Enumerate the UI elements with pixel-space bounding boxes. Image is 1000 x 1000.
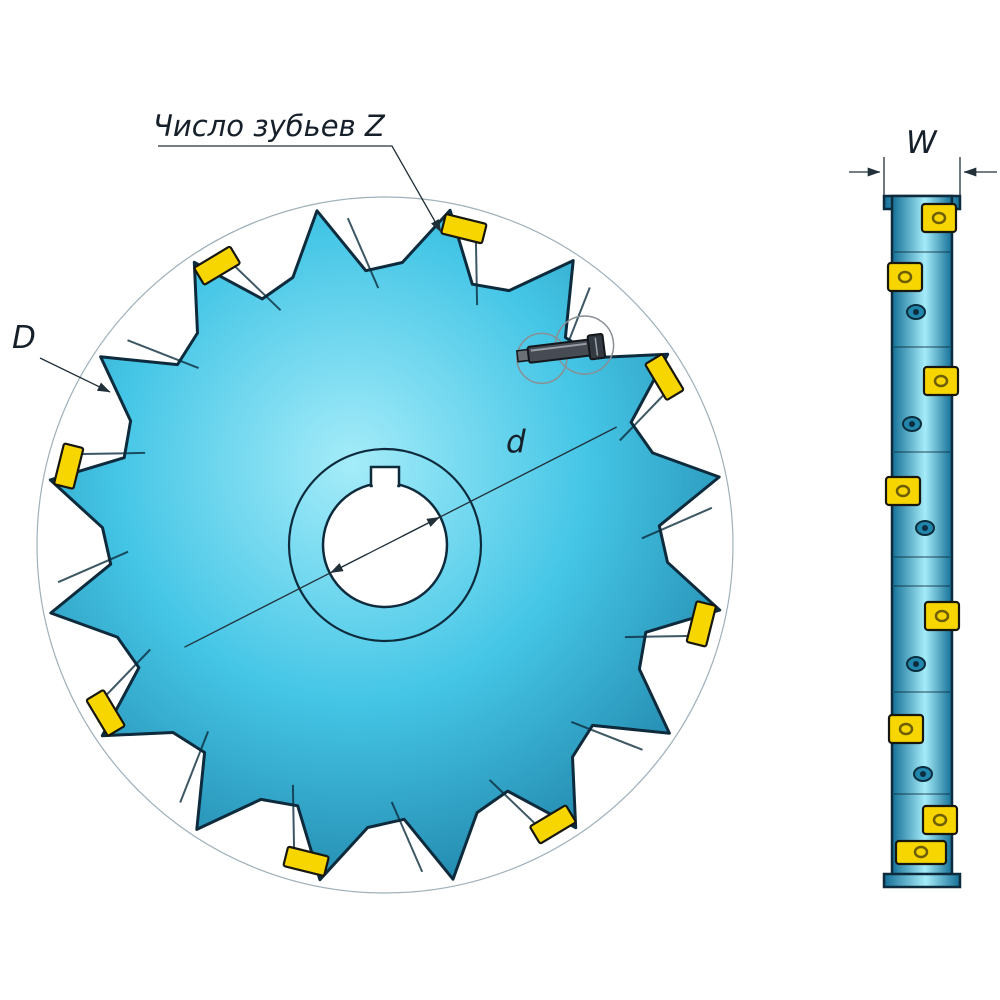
carbide-insert [193, 245, 241, 286]
tooth-pocket-line [127, 339, 199, 370]
carbide-insert [529, 804, 577, 845]
tooth-pocket-line [390, 801, 424, 873]
side-insert [887, 713, 925, 745]
label-bore-diameter: d [506, 424, 526, 460]
tooth-pocket-line [57, 550, 129, 584]
screw-holes [902, 304, 935, 782]
screw-hole [906, 656, 926, 672]
leader-line [39, 357, 111, 393]
side-inserts [884, 202, 961, 866]
screw-head-slot [594, 337, 599, 356]
label-teeth-count: Число зубьев Z [153, 109, 386, 143]
dimension-width: W [849, 125, 997, 196]
bottom-cap [882, 872, 962, 889]
arrowhead [402, 516, 440, 537]
side-insert [894, 839, 948, 866]
front-inserts [53, 213, 717, 877]
carbide-insert [282, 845, 330, 877]
dimension-line [184, 426, 617, 648]
keyway-seam [372, 480, 398, 488]
side-insert [923, 600, 961, 632]
body-step-lines [894, 251, 950, 795]
carbide-insert [685, 600, 717, 648]
leader-line [158, 145, 442, 233]
arrowhead [330, 553, 368, 574]
screw-hole [915, 520, 935, 536]
screw-hole [902, 416, 922, 432]
hub-ring [287, 447, 483, 643]
side-insert [884, 475, 922, 507]
side-insert [886, 261, 924, 293]
tooth-pocket-line [641, 506, 713, 540]
tooth-pocket-line [346, 217, 380, 289]
screw-hole [913, 766, 933, 782]
cutting-circle [36, 196, 734, 894]
screw-hole [906, 304, 926, 320]
side-view: W [849, 125, 997, 889]
carbide-insert [440, 213, 488, 245]
teeth-count-callout: Число зубьев Z [153, 109, 442, 233]
clamp-screw-detail [515, 315, 615, 385]
screw-highlight [530, 342, 587, 352]
label-width: W [906, 125, 938, 161]
tooth-pocket-line [571, 720, 643, 751]
label-outer-diameter: D [12, 320, 36, 356]
carbide-insert [85, 689, 126, 737]
side-insert [921, 804, 959, 836]
dimension-bore-diameter: d [184, 424, 617, 648]
side-body [890, 194, 954, 888]
front-view: d D Число зубьев Z [12, 109, 734, 894]
carbide-insert [644, 353, 685, 401]
carbide-insert [53, 442, 85, 490]
side-insert [920, 202, 958, 234]
dimension-outer-diameter: D [12, 320, 111, 393]
side-insert [922, 365, 960, 397]
tooth-pocket-line [179, 731, 210, 803]
